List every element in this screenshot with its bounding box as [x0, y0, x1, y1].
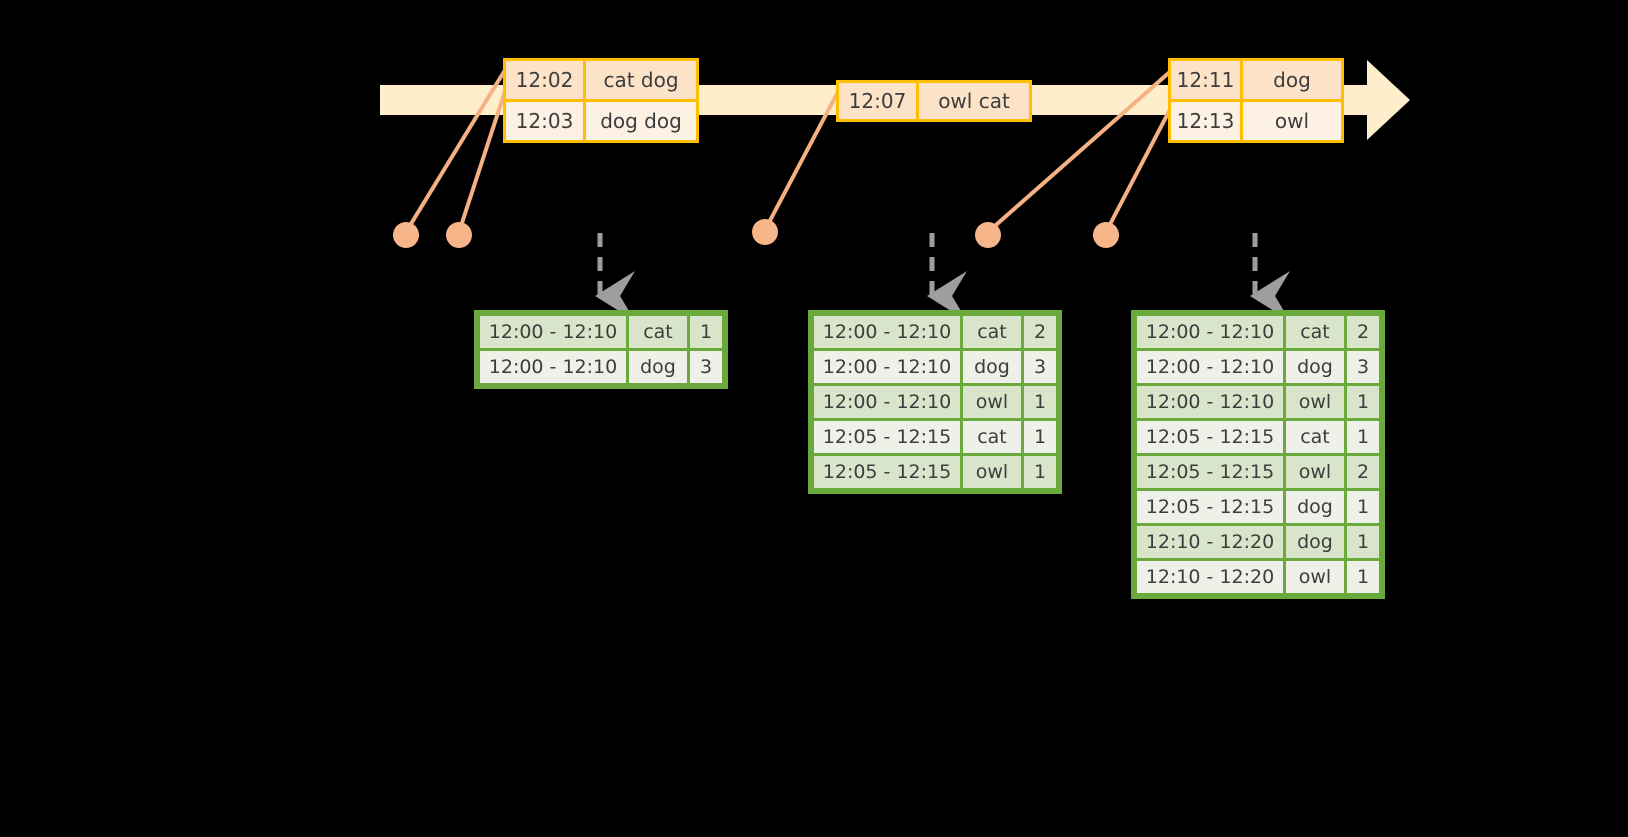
timeline-event-row[interactable]: 12:13 owl — [1171, 99, 1341, 140]
event-time: 12:07 — [839, 83, 919, 119]
event-time: 12:11 — [1171, 61, 1243, 99]
cell-word: cat — [629, 316, 687, 348]
cell-window: 12:05 - 12:15 — [1137, 491, 1283, 523]
cell-count: 1 — [1347, 561, 1379, 593]
cell-window: 12:05 - 12:15 — [1137, 421, 1283, 453]
cell-window: 12:00 - 12:10 — [814, 386, 960, 418]
event-words: cat dog — [603, 68, 679, 92]
cell-count: 2 — [1347, 456, 1379, 488]
cell-count: 2 — [1347, 316, 1379, 348]
dot-12-11-icon — [975, 222, 1001, 248]
cell-count: 1 — [1347, 421, 1379, 453]
timeline-event-box-3[interactable]: 12:11 dog 12:13 owl — [1168, 58, 1344, 143]
dot-12-07-icon — [752, 219, 778, 245]
cell-count: 3 — [1024, 351, 1056, 383]
cell-count: 3 — [1347, 351, 1379, 383]
dot-12-03-icon — [446, 222, 472, 248]
cell-window: 12:00 - 12:10 — [814, 351, 960, 383]
cell-word: owl — [1286, 386, 1344, 418]
cell-window: 12:00 - 12:10 — [1137, 351, 1283, 383]
cell-window: 12:00 - 12:10 — [1137, 386, 1283, 418]
cell-window: 12:05 - 12:15 — [1137, 456, 1283, 488]
cell-count: 1 — [1347, 386, 1379, 418]
event-words: owl — [1274, 109, 1310, 133]
event-words: dog — [1273, 68, 1311, 92]
cell-word: owl — [963, 386, 1021, 418]
cell-word: owl — [1286, 456, 1344, 488]
dashed-flow-arrows — [595, 233, 1290, 321]
cell-word: dog — [1286, 351, 1344, 383]
event-time: 12:03 — [506, 102, 586, 140]
cell-count: 3 — [690, 351, 722, 383]
cell-window: 12:05 - 12:15 — [814, 421, 960, 453]
cell-window: 12:05 - 12:15 — [814, 456, 960, 488]
connector-12-07 — [763, 87, 842, 231]
timeline-event-box-1[interactable]: 12:02 cat dog 12:03 dog dog — [503, 58, 699, 143]
cell-count: 1 — [1024, 386, 1056, 418]
cell-window: 12:00 - 12:10 — [480, 351, 626, 383]
cell-window: 12:00 - 12:10 — [814, 316, 960, 348]
event-time: 12:02 — [506, 61, 586, 99]
timeline-event-row[interactable]: 12:03 dog dog — [506, 99, 696, 140]
timeline-event-row[interactable]: 12:07 owl cat — [839, 83, 1029, 119]
cell-window: 12:10 - 12:20 — [1137, 526, 1283, 558]
connector-12-13 — [1104, 97, 1178, 233]
cell-count: 2 — [1024, 316, 1056, 348]
cell-word: dog — [1286, 491, 1344, 523]
event-dots — [393, 219, 1119, 248]
timeline-event-box-2[interactable]: 12:07 owl cat — [836, 80, 1032, 122]
event-words: dog dog — [600, 109, 682, 133]
cell-word: dog — [1286, 526, 1344, 558]
cell-window: 12:10 - 12:20 — [1137, 561, 1283, 593]
cell-count: 1 — [1347, 526, 1379, 558]
timeline-event-row[interactable]: 12:11 dog — [1171, 61, 1341, 99]
cell-count: 1 — [690, 316, 722, 348]
cell-word: dog — [963, 351, 1021, 383]
event-words: owl cat — [938, 89, 1010, 113]
connector-12-02 — [404, 68, 507, 234]
cell-word: owl — [1286, 561, 1344, 593]
cell-count: 1 — [1024, 421, 1056, 453]
cell-word: cat — [963, 421, 1021, 453]
cell-word: owl — [963, 456, 1021, 488]
cell-count: 1 — [1347, 491, 1379, 523]
cell-word: cat — [1286, 316, 1344, 348]
dot-12-02-icon — [393, 222, 419, 248]
cell-word: cat — [963, 316, 1021, 348]
dot-12-13-icon — [1093, 222, 1119, 248]
cell-count: 1 — [1024, 456, 1056, 488]
event-time: 12:13 — [1171, 102, 1243, 140]
cell-word: dog — [629, 351, 687, 383]
cell-window: 12:00 - 12:10 — [1137, 316, 1283, 348]
cell-window: 12:00 - 12:10 — [480, 316, 626, 348]
timeline-event-row[interactable]: 12:02 cat dog — [506, 61, 696, 99]
cell-word: cat — [1286, 421, 1344, 453]
